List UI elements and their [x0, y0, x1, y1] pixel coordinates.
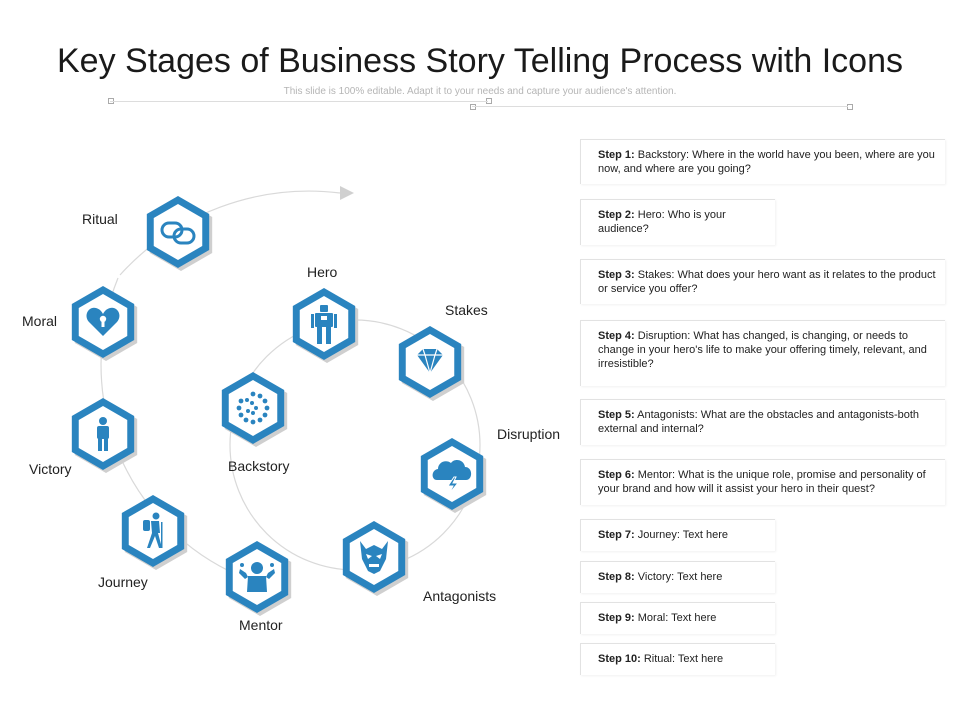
step-text: Moral: Text here: [637, 612, 717, 624]
villain-mask-icon: [360, 541, 388, 574]
hex-inner: [228, 380, 278, 436]
label-antagonists: Antagonists: [423, 588, 497, 604]
heart-lock-icon: [86, 307, 120, 336]
hex-inner: [153, 204, 203, 260]
outer-arc: [119, 190, 341, 276]
links-icon: [160, 221, 196, 245]
label-backstory: Backstory: [228, 458, 290, 474]
storm-cloud-icon: [432, 459, 472, 495]
step-number: Step 10:: [598, 653, 641, 665]
step-number: Step 6:: [598, 469, 635, 481]
step-box-8: Step 8: Victory: Text here: [580, 561, 775, 593]
step-box-6: Step 6: Mentor: What is the unique role,…: [580, 459, 945, 505]
label-mentor: Mentor: [239, 617, 283, 633]
step-number: Step 9:: [598, 612, 635, 624]
step-text: Journey: Text here: [637, 529, 729, 541]
step-text: Mentor: What is the unique role, promise…: [598, 469, 926, 495]
slide-title: Key Stages of Business Story Telling Pro…: [57, 42, 903, 80]
hex-ritual: [146, 196, 213, 271]
hex-backstory: [221, 372, 288, 447]
step-text: Victory: Text here: [637, 571, 723, 583]
step-number: Step 7:: [598, 529, 635, 541]
label-journey: Journey: [98, 574, 148, 590]
label-ritual: Ritual: [82, 211, 118, 227]
slide-subtitle: This slide is 100% editable. Adapt it to…: [283, 86, 677, 97]
step-text: Stakes: What does your hero want as it r…: [598, 269, 936, 295]
hiker-icon: [143, 512, 163, 548]
step-box-1: Step 1: Backstory: Where in the world ha…: [580, 139, 945, 184]
step-text: Disruption: What has changed, is changin…: [598, 330, 927, 370]
step-number: Step 2:: [598, 209, 635, 221]
label-victory: Victory: [29, 461, 72, 477]
arc-arrowhead: [340, 186, 354, 200]
step-text: Antagonists: What are the obstacles and …: [598, 409, 920, 435]
label-moral: Moral: [22, 313, 58, 329]
step-box-3: Step 3: Stakes: What does your hero want…: [580, 259, 945, 304]
step-box-7: Step 7: Journey: Text here: [580, 519, 775, 551]
step-box-2: Step 2: Hero: Who is your audience?: [580, 199, 775, 245]
step-box-5: Step 5: Antagonists: What are the obstac…: [580, 399, 945, 445]
diamond-icon: [417, 348, 443, 374]
step-number: Step 1:: [598, 149, 635, 161]
robot-hero-icon: [311, 305, 337, 344]
step-text: Backstory: Where in the world have you b…: [598, 149, 935, 175]
step-text: Hero: Who is your audience?: [598, 209, 726, 235]
step-box-4: Step 4: Disruption: What has changed, is…: [580, 320, 945, 386]
step-box-9: Step 9: Moral: Text here: [580, 602, 775, 634]
label-hero: Hero: [307, 264, 338, 280]
label-disruption: Disruption: [497, 426, 561, 442]
spiral-dots-icon: [236, 391, 270, 425]
step-number: Step 3:: [598, 269, 635, 281]
step-box-10: Step 10: Ritual: Text here: [580, 643, 775, 675]
step-number: Step 4:: [598, 330, 635, 342]
step-text: Ritual: Text here: [643, 653, 724, 665]
person-icon: [97, 417, 109, 451]
mentor-icon: [239, 562, 275, 592]
step-number: Step 8:: [598, 571, 635, 583]
label-stakes: Stakes: [445, 302, 488, 318]
step-number: Step 5:: [598, 409, 635, 421]
